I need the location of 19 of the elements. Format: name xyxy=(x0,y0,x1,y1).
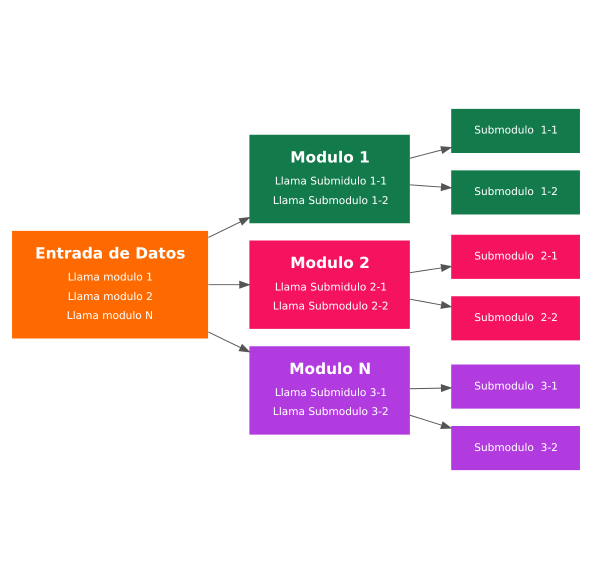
arrow xyxy=(409,384,452,392)
arrow xyxy=(409,414,452,428)
arrow xyxy=(208,280,251,288)
node-box: Submodulo 2-2 xyxy=(451,296,580,340)
node-box: Modulo 1 Llama Submidulo 1-1 Llama Submodulo 1-2 xyxy=(249,134,410,223)
node-box: Entrada de Datos Llama modulo 1 Llama modulo 2 Llama modulo N xyxy=(12,230,208,338)
arrow xyxy=(409,146,452,158)
node-box: Submodulo 3-2 xyxy=(451,425,580,470)
node-box: Submodulo 1-2 xyxy=(451,170,580,214)
arrow xyxy=(208,331,251,352)
arrow xyxy=(409,298,452,308)
node-box: Submodulo 3-1 xyxy=(451,364,580,408)
node-box: Submodulo 2-1 xyxy=(451,234,580,278)
arrow xyxy=(409,263,452,273)
arrow xyxy=(208,216,251,238)
node-box: Submodulo 1-1 xyxy=(451,108,580,153)
node-box: Modulo 2 Llama Submidulo 2-1 Llama Submodulo 2-2 xyxy=(249,240,410,328)
arrow xyxy=(409,182,452,191)
node-box: Modulo N Llama Submidulo 3-1 Llama Submodulo 3-2 xyxy=(249,346,410,434)
